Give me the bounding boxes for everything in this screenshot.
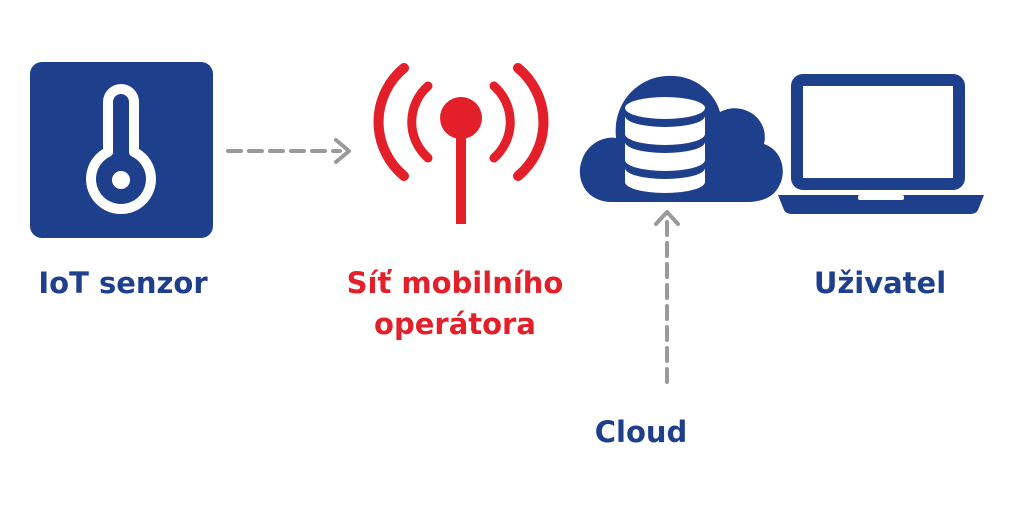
mobile-network-label-line2: operátora bbox=[374, 307, 536, 341]
laptop-icon bbox=[778, 74, 984, 214]
mobile-network-label-line1: Síť mobilního bbox=[346, 266, 564, 300]
iot-sensor-label: IoT senzor bbox=[38, 266, 208, 300]
dashed-arrow-right bbox=[226, 138, 351, 164]
user-label: Uživatel bbox=[813, 266, 947, 300]
cloud-database-icon bbox=[579, 75, 783, 202]
thermometer-icon bbox=[30, 62, 213, 238]
dashed-arrow-up bbox=[654, 210, 680, 386]
cloud-label: Cloud bbox=[594, 415, 688, 449]
antenna-icon bbox=[373, 63, 549, 224]
